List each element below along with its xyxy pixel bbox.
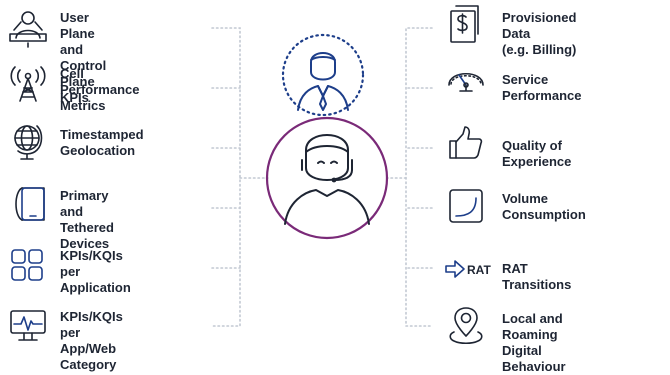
cell-tower-icon [8, 62, 48, 102]
monitor-pulse-icon [8, 306, 48, 346]
app-grid-icon [8, 246, 48, 286]
right-item-label: RAT Transitions [502, 261, 572, 292]
center-illustration [265, 33, 389, 240]
devices-icon [8, 184, 48, 224]
connector-left-1 [211, 27, 241, 327]
right-item-label: Local and Roaming Digital Behaviour [502, 311, 566, 374]
left-item-label: KPIs/KQIs per App/Web Category [60, 309, 123, 372]
user-plane-icon [8, 8, 48, 48]
left-item-label: Timestamped Geolocation [60, 127, 144, 158]
volume-chart-icon [446, 186, 486, 226]
support-circle [265, 116, 389, 240]
left-item-label: Primary and Tethered Devices [60, 188, 114, 251]
billing-document-icon [446, 4, 486, 44]
connector-lines [211, 27, 433, 327]
right-item-label: Provisioned Data (e.g. Billing) [502, 10, 577, 57]
right-item-label: Quality of Experience [502, 138, 572, 169]
rat-icon-text: RAT [467, 263, 491, 277]
connector-right-1 [405, 27, 433, 327]
left-item-label: User Plane and Control Plane KPIs [60, 10, 107, 105]
thumbs-up-icon [446, 124, 486, 164]
speedometer-icon [446, 58, 486, 98]
right-item-label: Volume Consumption [502, 191, 586, 222]
location-pin-icon [446, 306, 486, 346]
left-item-label: KPIs/KQIs per Application [60, 248, 131, 295]
left-item-label: Cell Performance Metrics [60, 66, 140, 113]
right-item-label: Service Performance [502, 72, 582, 103]
globe-icon [8, 120, 48, 160]
agent-circle [281, 33, 365, 117]
rat-arrow-icon: RAT [444, 256, 496, 282]
